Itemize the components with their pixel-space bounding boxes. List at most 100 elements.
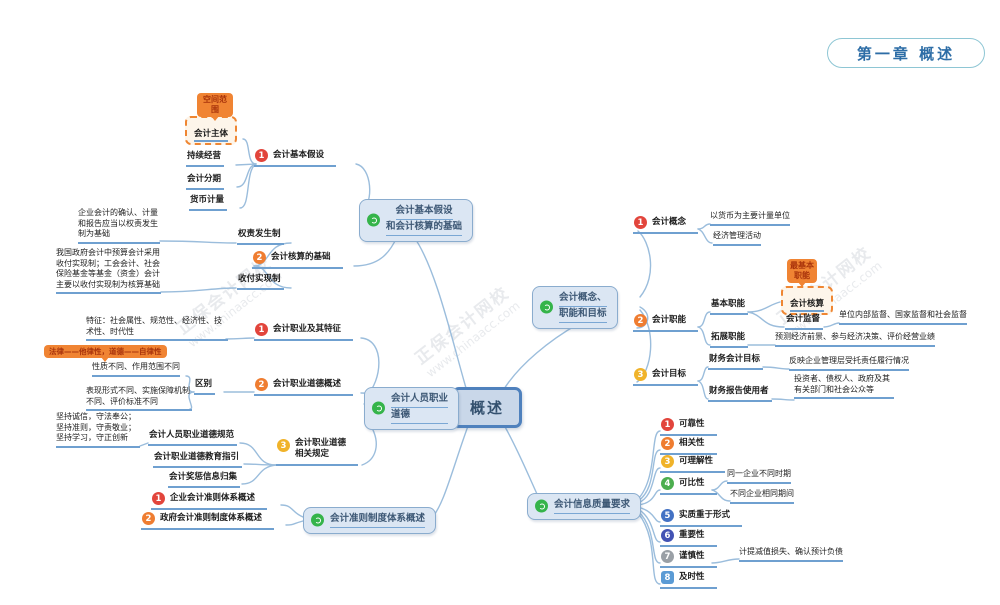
note-report-users[interactable]: 投资者、债权人、政府及其有关部门和社会公众等 xyxy=(794,374,894,400)
label: 会计职业道德概述 xyxy=(273,378,342,389)
callout-most-basic[interactable]: 最基本职能 xyxy=(787,259,817,287)
topic-accounting-entity[interactable]: 会计主体 xyxy=(185,116,238,145)
topic-ethics-norms[interactable]: 会计人员职业道德规范 xyxy=(148,430,238,446)
topic-accounting-basis[interactable]: 2 会计核算的基础 xyxy=(252,251,343,269)
topic-report-users[interactable]: 财务报告使用者 xyxy=(708,386,772,402)
note-prudence[interactable]: 计提减值损失、确认预计负债 xyxy=(739,547,843,562)
branch-standards-system[interactable]: 会计准则制度体系概述 xyxy=(303,507,437,534)
label: 可靠性 xyxy=(679,418,705,429)
branch-label: 会计人员职业 xyxy=(391,393,449,408)
branch-label: 道德 xyxy=(391,409,449,424)
badge-2-icon: 2 xyxy=(142,512,155,525)
branch-professional-ethics[interactable]: 会计人员职业 道德 xyxy=(364,387,460,430)
branch-label: 会计基本假设 xyxy=(395,205,453,220)
badge-1-icon: 1 xyxy=(661,418,674,431)
note-difference-2[interactable]: 表现形式不同、实施保障机制不同、评价标准不同 xyxy=(86,386,192,412)
label: 会计基本假设 xyxy=(273,149,325,160)
badge-5-icon: 5 xyxy=(661,509,674,522)
badge-2-icon: 2 xyxy=(661,437,674,450)
badge-3-icon: 3 xyxy=(634,368,647,381)
topic-bookkeeping[interactable]: 会计核算 xyxy=(781,286,834,315)
topic-ethics-education[interactable]: 会计职业道德教育指引 xyxy=(153,452,243,468)
topic-financial-goal[interactable]: 财务会计目标 xyxy=(708,354,764,370)
label: 会计主体 xyxy=(194,129,229,142)
label: 企业会计准则体系概述 xyxy=(170,492,256,503)
branch-concept-functions-goals[interactable]: 会计概念、 职能和目标 xyxy=(532,286,618,329)
label: 实质重于形式 xyxy=(679,509,731,520)
topic-basic-assumptions[interactable]: 1 会计基本假设 xyxy=(254,149,337,167)
note-profession-traits[interactable]: 特征：社会属性、规范性、经济性、技术性、时代性 xyxy=(86,316,228,342)
topic-accounting-goals[interactable]: 3 会计目标 xyxy=(633,368,699,386)
topic-going-concern[interactable]: 持续经营 xyxy=(186,151,225,167)
topic-icon xyxy=(372,401,385,415)
note-monetary-unit[interactable]: 以货币为主要计量单位 xyxy=(710,211,790,226)
label: 政府会计准则制度体系概述 xyxy=(160,512,263,523)
note-same-entity[interactable]: 同一企业不同时期 xyxy=(727,469,791,484)
topic-materiality[interactable]: 6 重要性 xyxy=(660,529,717,547)
topic-comparability[interactable]: 4 可比性 xyxy=(660,477,717,495)
topic-profession-traits[interactable]: 1 会计职业及其特征 xyxy=(254,323,354,341)
badge-3-icon: 3 xyxy=(277,439,290,452)
label: 会计概念 xyxy=(652,216,687,227)
badge-2-icon: 2 xyxy=(253,251,266,264)
topic-cash-basis[interactable]: 收付实现制 xyxy=(237,274,284,290)
note-financial-goal[interactable]: 反映企业管理层受托责任履行情况 xyxy=(789,356,909,371)
label: 重要性 xyxy=(679,529,705,540)
topic-government-standards[interactable]: 2 政府会计准则制度体系概述 xyxy=(141,512,275,530)
callout-scope[interactable]: 空间范围 xyxy=(197,93,233,121)
branch-label: 会计信息质量要求 xyxy=(554,499,631,514)
badge-2-icon: 2 xyxy=(634,314,647,327)
note-ethics-norms[interactable]: 坚持诚信，守法奉公；坚持准则，守责敬业；坚持学习，守正创新 xyxy=(56,412,140,448)
note-supervision-types[interactable]: 单位内部监督、国家监督和社会监督 xyxy=(839,310,967,325)
label: 会计职能 xyxy=(652,314,687,325)
badge-4-icon: 4 xyxy=(661,477,674,490)
topic-relevance[interactable]: 2 相关性 xyxy=(660,437,717,455)
note-difference-1[interactable]: 性质不同、作用范围不同 xyxy=(92,362,180,377)
topic-accrual-basis[interactable]: 权责发生制 xyxy=(237,229,284,245)
topic-accounting-functions[interactable]: 2 会计职能 xyxy=(633,314,699,332)
topic-supervision[interactable]: 会计监督 xyxy=(785,314,824,330)
chapter-title[interactable]: 第一章 概述 xyxy=(827,38,985,68)
label: 可理解性 xyxy=(679,455,714,466)
label: 相关性 xyxy=(679,437,705,448)
topic-timeliness[interactable]: 8 及时性 xyxy=(660,571,717,589)
topic-difference[interactable]: 区别 xyxy=(194,379,216,395)
branch-label: 和会计核算的基础 xyxy=(386,221,463,236)
badge-3-icon: 3 xyxy=(661,455,674,468)
topic-icon xyxy=(311,513,324,527)
badge-8-icon: 8 xyxy=(661,571,674,584)
topic-prudence[interactable]: 7 谨慎性 xyxy=(660,550,717,568)
note-economic-activity[interactable]: 经济管理活动 xyxy=(713,231,761,246)
root-topic[interactable]: 概述 xyxy=(452,387,523,428)
note-different-entity[interactable]: 不同企业相同期间 xyxy=(730,489,794,504)
topic-reward-punishment[interactable]: 会计奖惩信息归集 xyxy=(168,472,241,488)
badge-7-icon: 7 xyxy=(661,550,674,563)
label: 谨慎性 xyxy=(679,550,705,561)
note-accrual-basis[interactable]: 企业会计的确认、计量和报告应当以权责发生制为基础 xyxy=(78,208,160,244)
topic-extended-functions[interactable]: 拓展职能 xyxy=(710,332,749,348)
badge-1-icon: 1 xyxy=(634,216,647,229)
branch-label: 会计准则制度体系概述 xyxy=(330,513,426,528)
topic-icon xyxy=(367,213,380,227)
topic-monetary-measure[interactable]: 货币计量 xyxy=(189,195,228,211)
badge-2-icon: 2 xyxy=(255,378,268,391)
topic-understandability[interactable]: 3 可理解性 xyxy=(660,455,726,473)
topic-ethics-rules[interactable]: 3 会计职业道德 相关规定 xyxy=(276,438,359,466)
branch-assumptions-basis[interactable]: 会计基本假设 和会计核算的基础 xyxy=(359,199,474,242)
topic-enterprise-standards[interactable]: 1 企业会计准则体系概述 xyxy=(151,492,268,510)
topic-ethics-overview[interactable]: 2 会计职业道德概述 xyxy=(254,378,354,396)
branch-information-quality[interactable]: 会计信息质量要求 xyxy=(527,493,642,520)
label: 可比性 xyxy=(679,477,705,488)
topic-icon xyxy=(535,499,548,513)
topic-accounting-concept[interactable]: 1 会计概念 xyxy=(633,216,699,234)
topic-basic-functions[interactable]: 基本职能 xyxy=(710,299,749,315)
topic-reliability[interactable]: 1 可靠性 xyxy=(660,418,717,436)
callout-law-vs-morality[interactable]: 法律——他律性，道德——自律性 xyxy=(44,345,167,363)
topic-periodicity[interactable]: 会计分期 xyxy=(186,174,225,190)
label: 会计职业及其特征 xyxy=(273,323,342,334)
topic-icon xyxy=(540,300,553,314)
note-extended-functions[interactable]: 预测经济前景、参与经济决策、评价经营业绩 xyxy=(775,332,935,347)
topic-substance-over-form[interactable]: 5 实质重于形式 xyxy=(660,509,743,527)
note-cash-basis[interactable]: 我国政府会计中预算会计采用收付实现制；工会会计、社会保险基金等基金（资金）会计主… xyxy=(56,248,161,295)
